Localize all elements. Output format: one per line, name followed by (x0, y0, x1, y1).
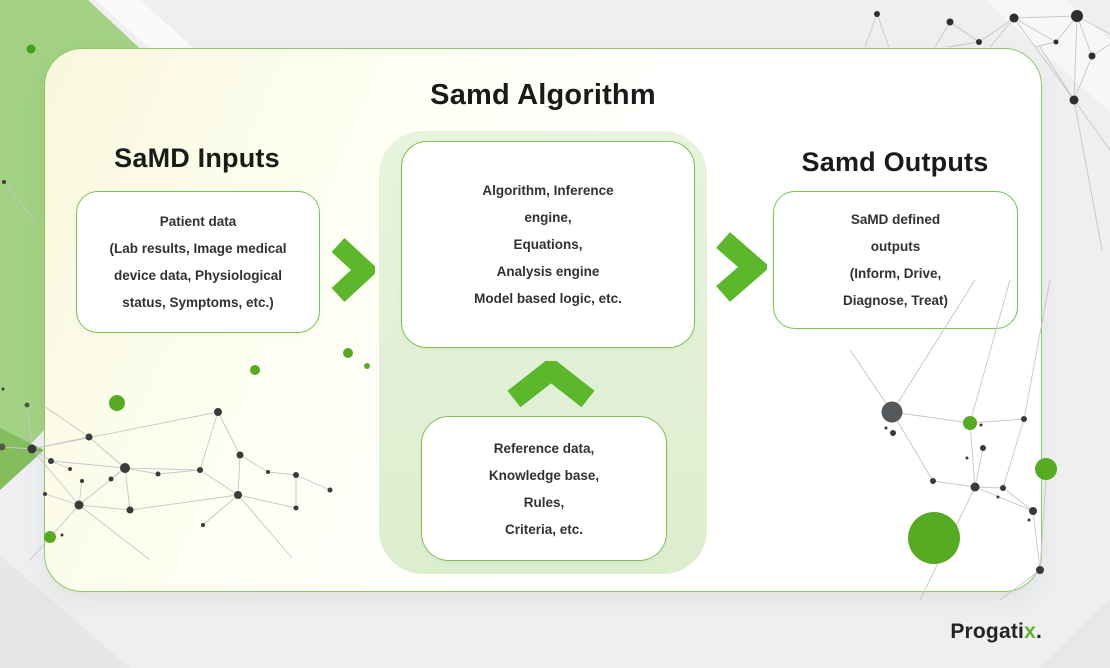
chevron-up-icon (507, 361, 595, 407)
knowledge-line: Knowledge base, (488, 467, 600, 483)
main-card: Samd Algorithm SaMD Inputs Samd Outputs … (44, 48, 1042, 592)
page-title: Samd Algorithm (430, 79, 656, 111)
outputs-line: Diagnose, Treat) (842, 293, 949, 308)
outputs-line: (Inform, Drive, (849, 266, 942, 281)
chevron-right-icon (716, 232, 767, 302)
knowledge-box: Reference data, Knowledge base, Rules, C… (421, 416, 667, 561)
outputs-box: SaMD defined outputs (Inform, Drive, Dia… (773, 191, 1018, 329)
algorithm-line: Model based logic, etc. (474, 291, 622, 306)
diagonal-highlight-right (985, 0, 1110, 112)
inputs-box: Patient data (Lab results, Image medical… (76, 191, 320, 333)
algorithm-line: Algorithm, Inference (482, 183, 614, 198)
brand-name: Progati (950, 620, 1025, 643)
green-dots (44, 348, 370, 543)
brand-logo: Progatix. (950, 620, 1042, 644)
inputs-heading: SaMD Inputs (114, 143, 280, 173)
corner-wedge-bottom-right (1040, 598, 1110, 668)
algorithm-box: Algorithm, Inference engine, Equations, … (401, 141, 695, 348)
brand-period: . (1035, 620, 1042, 643)
algorithm-line: Equations, (513, 237, 583, 252)
knowledge-line: Rules, (523, 494, 565, 510)
knowledge-line: Reference data, (493, 440, 595, 456)
brand-accent-letter: x (1024, 620, 1036, 643)
green-dots (908, 416, 1057, 564)
corner-wedge-bottom-left (0, 555, 130, 668)
inputs-line: status, Symptoms, etc.) (122, 295, 274, 310)
algorithm-line: Analysis engine (496, 264, 600, 279)
green-circle-large (908, 512, 960, 564)
inputs-line: Patient data (159, 214, 237, 229)
gray-dot-large (881, 401, 903, 423)
outputs-line: SaMD defined (850, 212, 941, 227)
inputs-line: device data, Physiological (113, 268, 283, 283)
outputs-heading: Samd Outputs (801, 147, 989, 177)
green-triangle-dark (0, 428, 44, 490)
chevron-right-icon (331, 238, 375, 302)
algorithm-panel: Algorithm, Inference engine, Equations, … (379, 131, 707, 574)
network-bottom-right (850, 280, 1057, 600)
network-top-right (864, 10, 1110, 251)
network-bottom-left (0, 180, 370, 561)
algorithm-line: engine, (524, 210, 572, 225)
outputs-line: outputs (870, 239, 921, 254)
inputs-line: (Lab results, Image medical (109, 241, 287, 256)
green-dot-small (26, 44, 36, 54)
knowledge-line: Criteria, etc. (504, 521, 584, 537)
